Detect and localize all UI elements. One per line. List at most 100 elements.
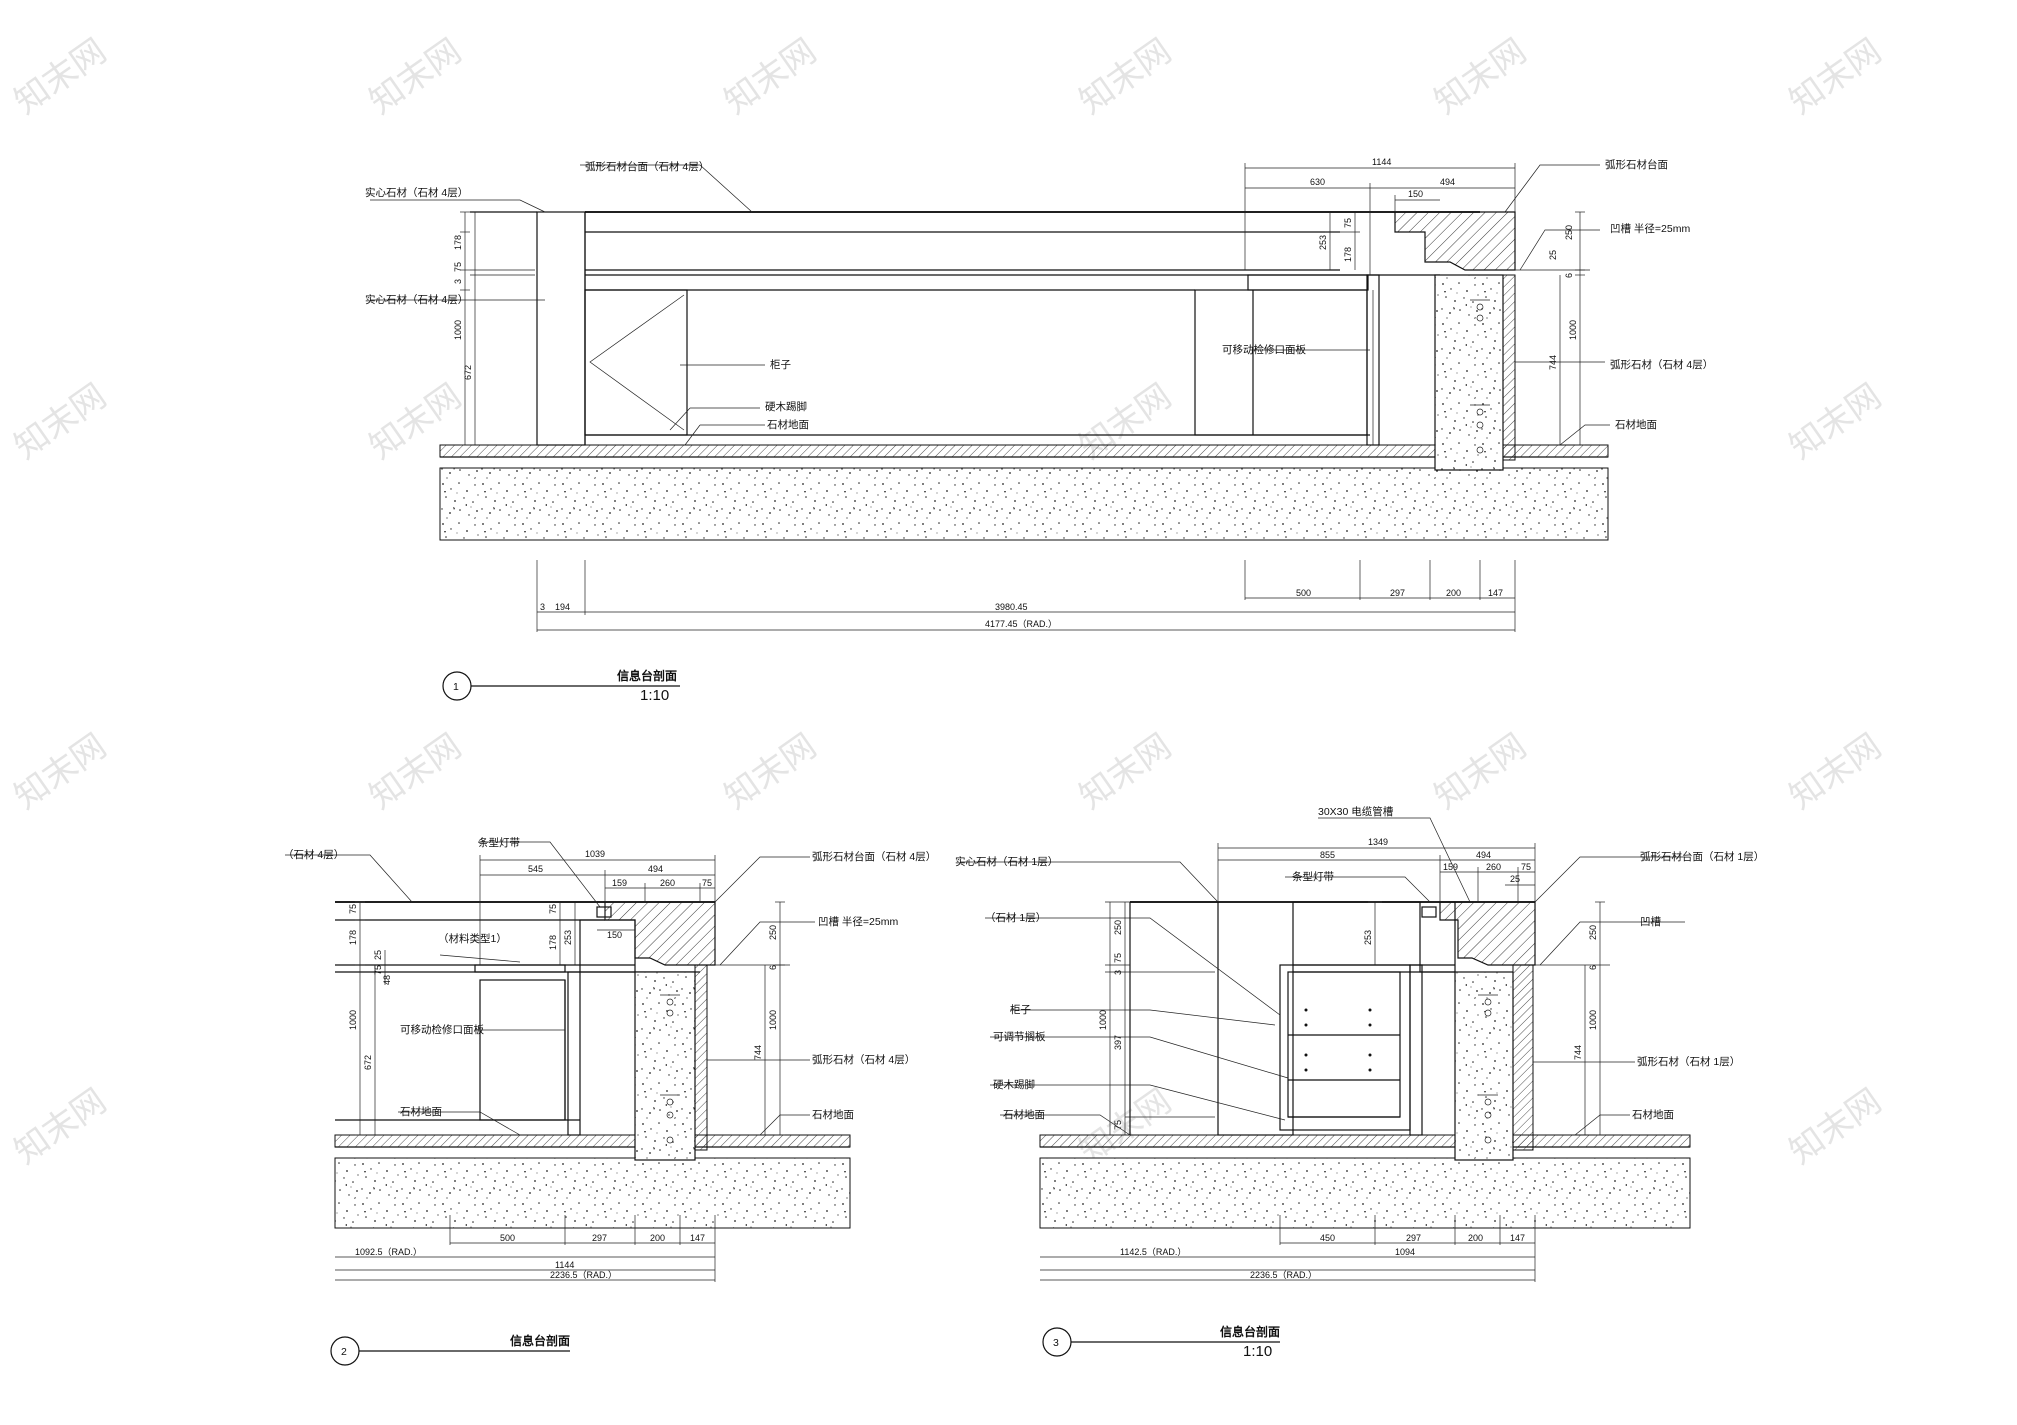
section-scale: 1:10 xyxy=(1243,1343,1272,1360)
dim-text: 1092.5（RAD.） xyxy=(355,1247,422,1257)
dim-text: 6 xyxy=(1564,273,1574,278)
dim-text: 630 xyxy=(1310,177,1325,187)
label: 石材地面 xyxy=(1615,418,1657,431)
dim-text: 200 xyxy=(650,1233,665,1243)
dim-text: 159 xyxy=(1443,862,1458,872)
dim-text: 48 xyxy=(382,975,392,985)
dim-text: 25 xyxy=(1510,874,1520,884)
section-2: 75 178 25 48 75 1000 672 75 178 253 1039… xyxy=(283,836,936,1366)
label: 条型灯带 xyxy=(478,836,520,849)
dim-text: 500 xyxy=(1296,588,1311,598)
label: 实心石材（石材 4层） xyxy=(365,186,468,199)
dim-text: 744 xyxy=(1573,1045,1583,1060)
dim-text: 150 xyxy=(1408,189,1423,199)
label: 弧形石材台面 xyxy=(1605,158,1668,171)
dim-text: 200 xyxy=(1446,588,1461,598)
label: 弧形石材台面（石材 4层） xyxy=(812,850,936,863)
dim-text: 147 xyxy=(690,1233,705,1243)
dim-text: 545 xyxy=(528,864,543,874)
watermark: 知末网 xyxy=(1427,31,1533,122)
watermark: 知末网 xyxy=(7,376,113,467)
dim-text: 2236.5（RAD.） xyxy=(550,1270,617,1280)
section-number: 2 xyxy=(341,1346,347,1358)
dim-text: 6 xyxy=(768,965,778,970)
dim-text: 25 xyxy=(373,950,383,960)
dim-text: 6 xyxy=(1588,965,1598,970)
dim-text: 260 xyxy=(1486,862,1501,872)
section-scale: 1:10 xyxy=(640,687,669,704)
label: 条型灯带 xyxy=(1292,870,1334,883)
dim-text: 1144 xyxy=(1372,157,1391,167)
concrete-pier xyxy=(1434,274,1504,471)
dim-text: 1144 xyxy=(555,1260,574,1270)
label: 柜子 xyxy=(770,358,791,371)
dim-text: 250 xyxy=(1113,920,1123,935)
watermark-layer: 知末网 知末网 知末网 知末网 知末网 知末网 知末网 知末网 知末网 知末网 … xyxy=(7,31,1888,1172)
dim-text: 253 xyxy=(563,930,573,945)
dim-text: 1000 xyxy=(768,1010,778,1030)
dim-text: 297 xyxy=(1390,588,1405,598)
section-number: 3 xyxy=(1053,1337,1059,1349)
dim-text: 159 xyxy=(612,878,627,888)
label: 石材地面 xyxy=(767,418,809,431)
section-title: 信息台剖面 xyxy=(510,1333,570,1348)
dim-text: 3 xyxy=(1113,970,1123,975)
dim-text: 75 xyxy=(1113,1120,1123,1130)
dim-text: 1000 xyxy=(453,320,463,340)
watermark: 知末网 xyxy=(1782,1081,1888,1172)
dim-text: 75 xyxy=(1521,862,1531,872)
label: 可调节搁板 xyxy=(993,1030,1046,1043)
dim-text: 250 xyxy=(1588,925,1598,940)
dim-text: 450 xyxy=(1320,1233,1335,1243)
dim-text: 253 xyxy=(1363,930,1373,945)
watermark: 知末网 xyxy=(362,31,468,122)
label: 实心石材（石材 4层） xyxy=(365,293,468,306)
label: 凹槽 半径=25mm xyxy=(1610,222,1690,235)
dim-text: 200 xyxy=(1468,1233,1483,1243)
dim-text: 1142.5（RAD.） xyxy=(1120,1247,1186,1257)
watermark: 知末网 xyxy=(1782,376,1888,467)
label: 弧形石材台面（石材 1层） xyxy=(1640,850,1764,863)
watermark: 知末网 xyxy=(1072,31,1178,122)
watermark: 知末网 xyxy=(7,726,113,817)
label: 可移动检修口面板 xyxy=(1222,343,1306,356)
label: 弧形石材（石材 1层） xyxy=(1637,1055,1740,1068)
dim-text: 4177.45（RAD.） xyxy=(985,619,1057,629)
dim-text: 494 xyxy=(648,864,663,874)
dim-text: 297 xyxy=(1406,1233,1421,1243)
label: 硬木踢脚 xyxy=(993,1078,1035,1091)
dim-text: 3 xyxy=(540,602,545,612)
dim-text: 1000 xyxy=(1568,320,1578,340)
label: 凹槽 半径=25mm xyxy=(818,915,898,928)
dim-text: 75 xyxy=(348,904,358,914)
section-title: 信息台剖面 xyxy=(1220,1324,1280,1339)
dim-text: 744 xyxy=(753,1045,763,1060)
label: 石材地面 xyxy=(1632,1108,1674,1121)
dim-text: 494 xyxy=(1440,177,1455,187)
section-number: 1 xyxy=(453,681,459,693)
watermark: 知末网 xyxy=(1782,31,1888,122)
dim-text: 494 xyxy=(1476,850,1491,860)
dim-text: 253 xyxy=(1318,235,1328,250)
dim-text: 147 xyxy=(1510,1233,1525,1243)
dim-text: 3980.45 xyxy=(995,602,1028,612)
label: 石材地面 xyxy=(812,1108,854,1121)
dim-text: 855 xyxy=(1320,850,1335,860)
label: （材料类型1） xyxy=(438,932,507,945)
label: 弧形石材（石材 4层） xyxy=(1610,358,1713,371)
dim-text: 150 xyxy=(607,930,622,940)
concrete-slab xyxy=(439,467,1609,541)
dim-text: 397 xyxy=(1113,1035,1123,1050)
dim-text: 250 xyxy=(768,925,778,940)
dim-text: 297 xyxy=(592,1233,607,1243)
dim-text: 2236.5（RAD.） xyxy=(1250,1270,1317,1280)
dim-text: 3 xyxy=(453,279,463,284)
dim-text: 744 xyxy=(1548,355,1558,370)
dim-text: 178 xyxy=(348,930,358,945)
label: 30X30 电缆管槽 xyxy=(1318,805,1394,818)
dim-text: 194 xyxy=(555,602,570,612)
dim-text: 25 xyxy=(1548,250,1558,260)
dim-text: 1000 xyxy=(348,1010,358,1030)
dim-text: 75 xyxy=(1343,218,1353,228)
